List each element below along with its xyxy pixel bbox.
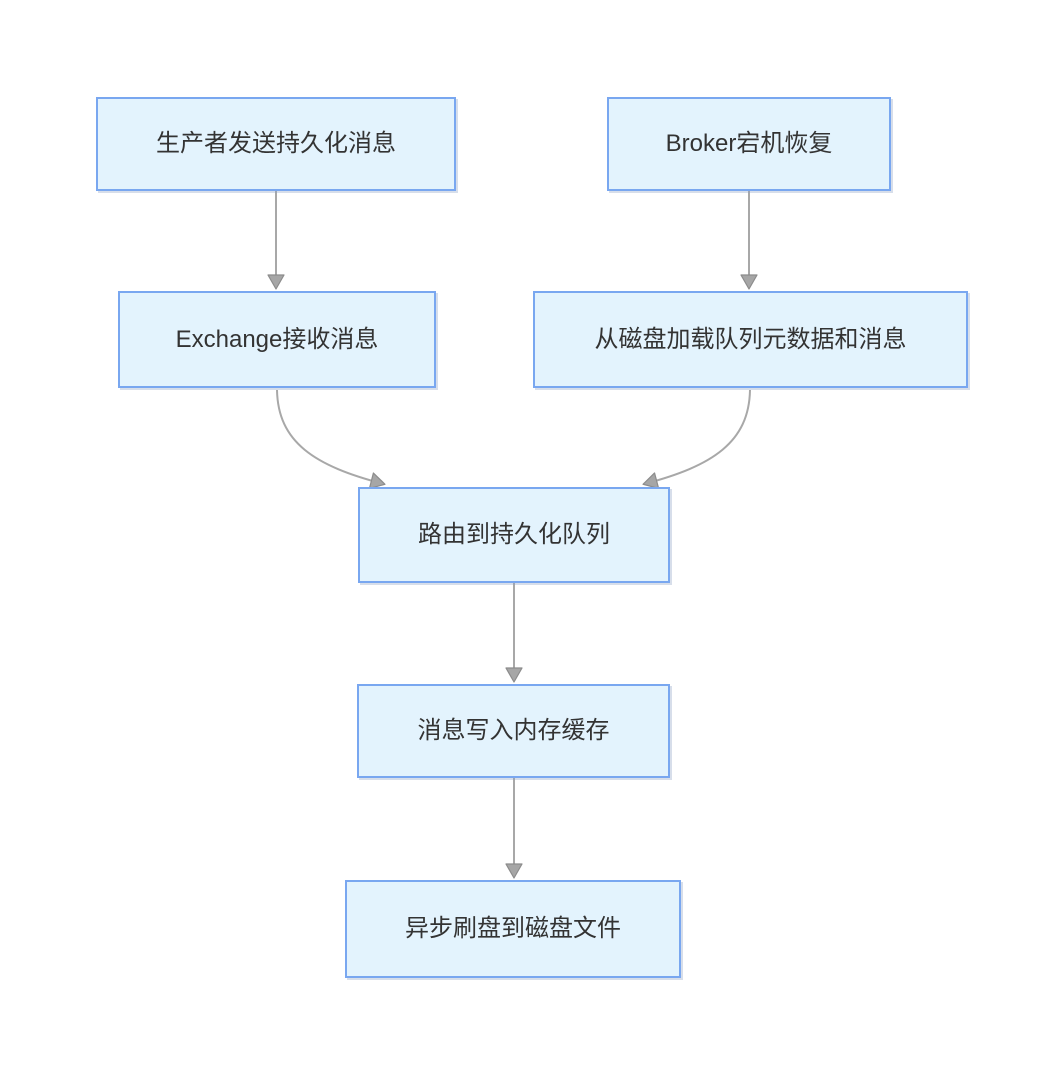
- node-load-from-disk-label: 从磁盘加载队列元数据和消息: [594, 325, 907, 353]
- node-producer-send-label: 生产者发送持久化消息: [156, 130, 396, 158]
- node-async-flush-disk: 异步刷盘到磁盘文件: [345, 880, 681, 978]
- node-broker-recovery: Broker宕机恢复: [607, 97, 891, 191]
- edge-load-to-route: [642, 389, 751, 490]
- node-exchange-receive: Exchange接收消息: [118, 291, 436, 388]
- node-exchange-receive-label: Exchange接收消息: [175, 325, 379, 353]
- node-route-to-queue-label: 路由到持久化队列: [418, 521, 610, 549]
- node-broker-recovery-label: Broker宕机恢复: [665, 130, 833, 158]
- node-producer-send: 生产者发送持久化消息: [96, 97, 456, 191]
- node-async-flush-disk-label: 异步刷盘到磁盘文件: [405, 915, 621, 943]
- node-write-memory-cache-label: 消息写入内存缓存: [417, 717, 610, 745]
- node-route-to-queue: 路由到持久化队列: [358, 487, 670, 583]
- node-load-from-disk: 从磁盘加载队列元数据和消息: [533, 291, 968, 388]
- node-write-memory-cache: 消息写入内存缓存: [357, 684, 670, 778]
- edge-exchange-to-route: [276, 389, 386, 490]
